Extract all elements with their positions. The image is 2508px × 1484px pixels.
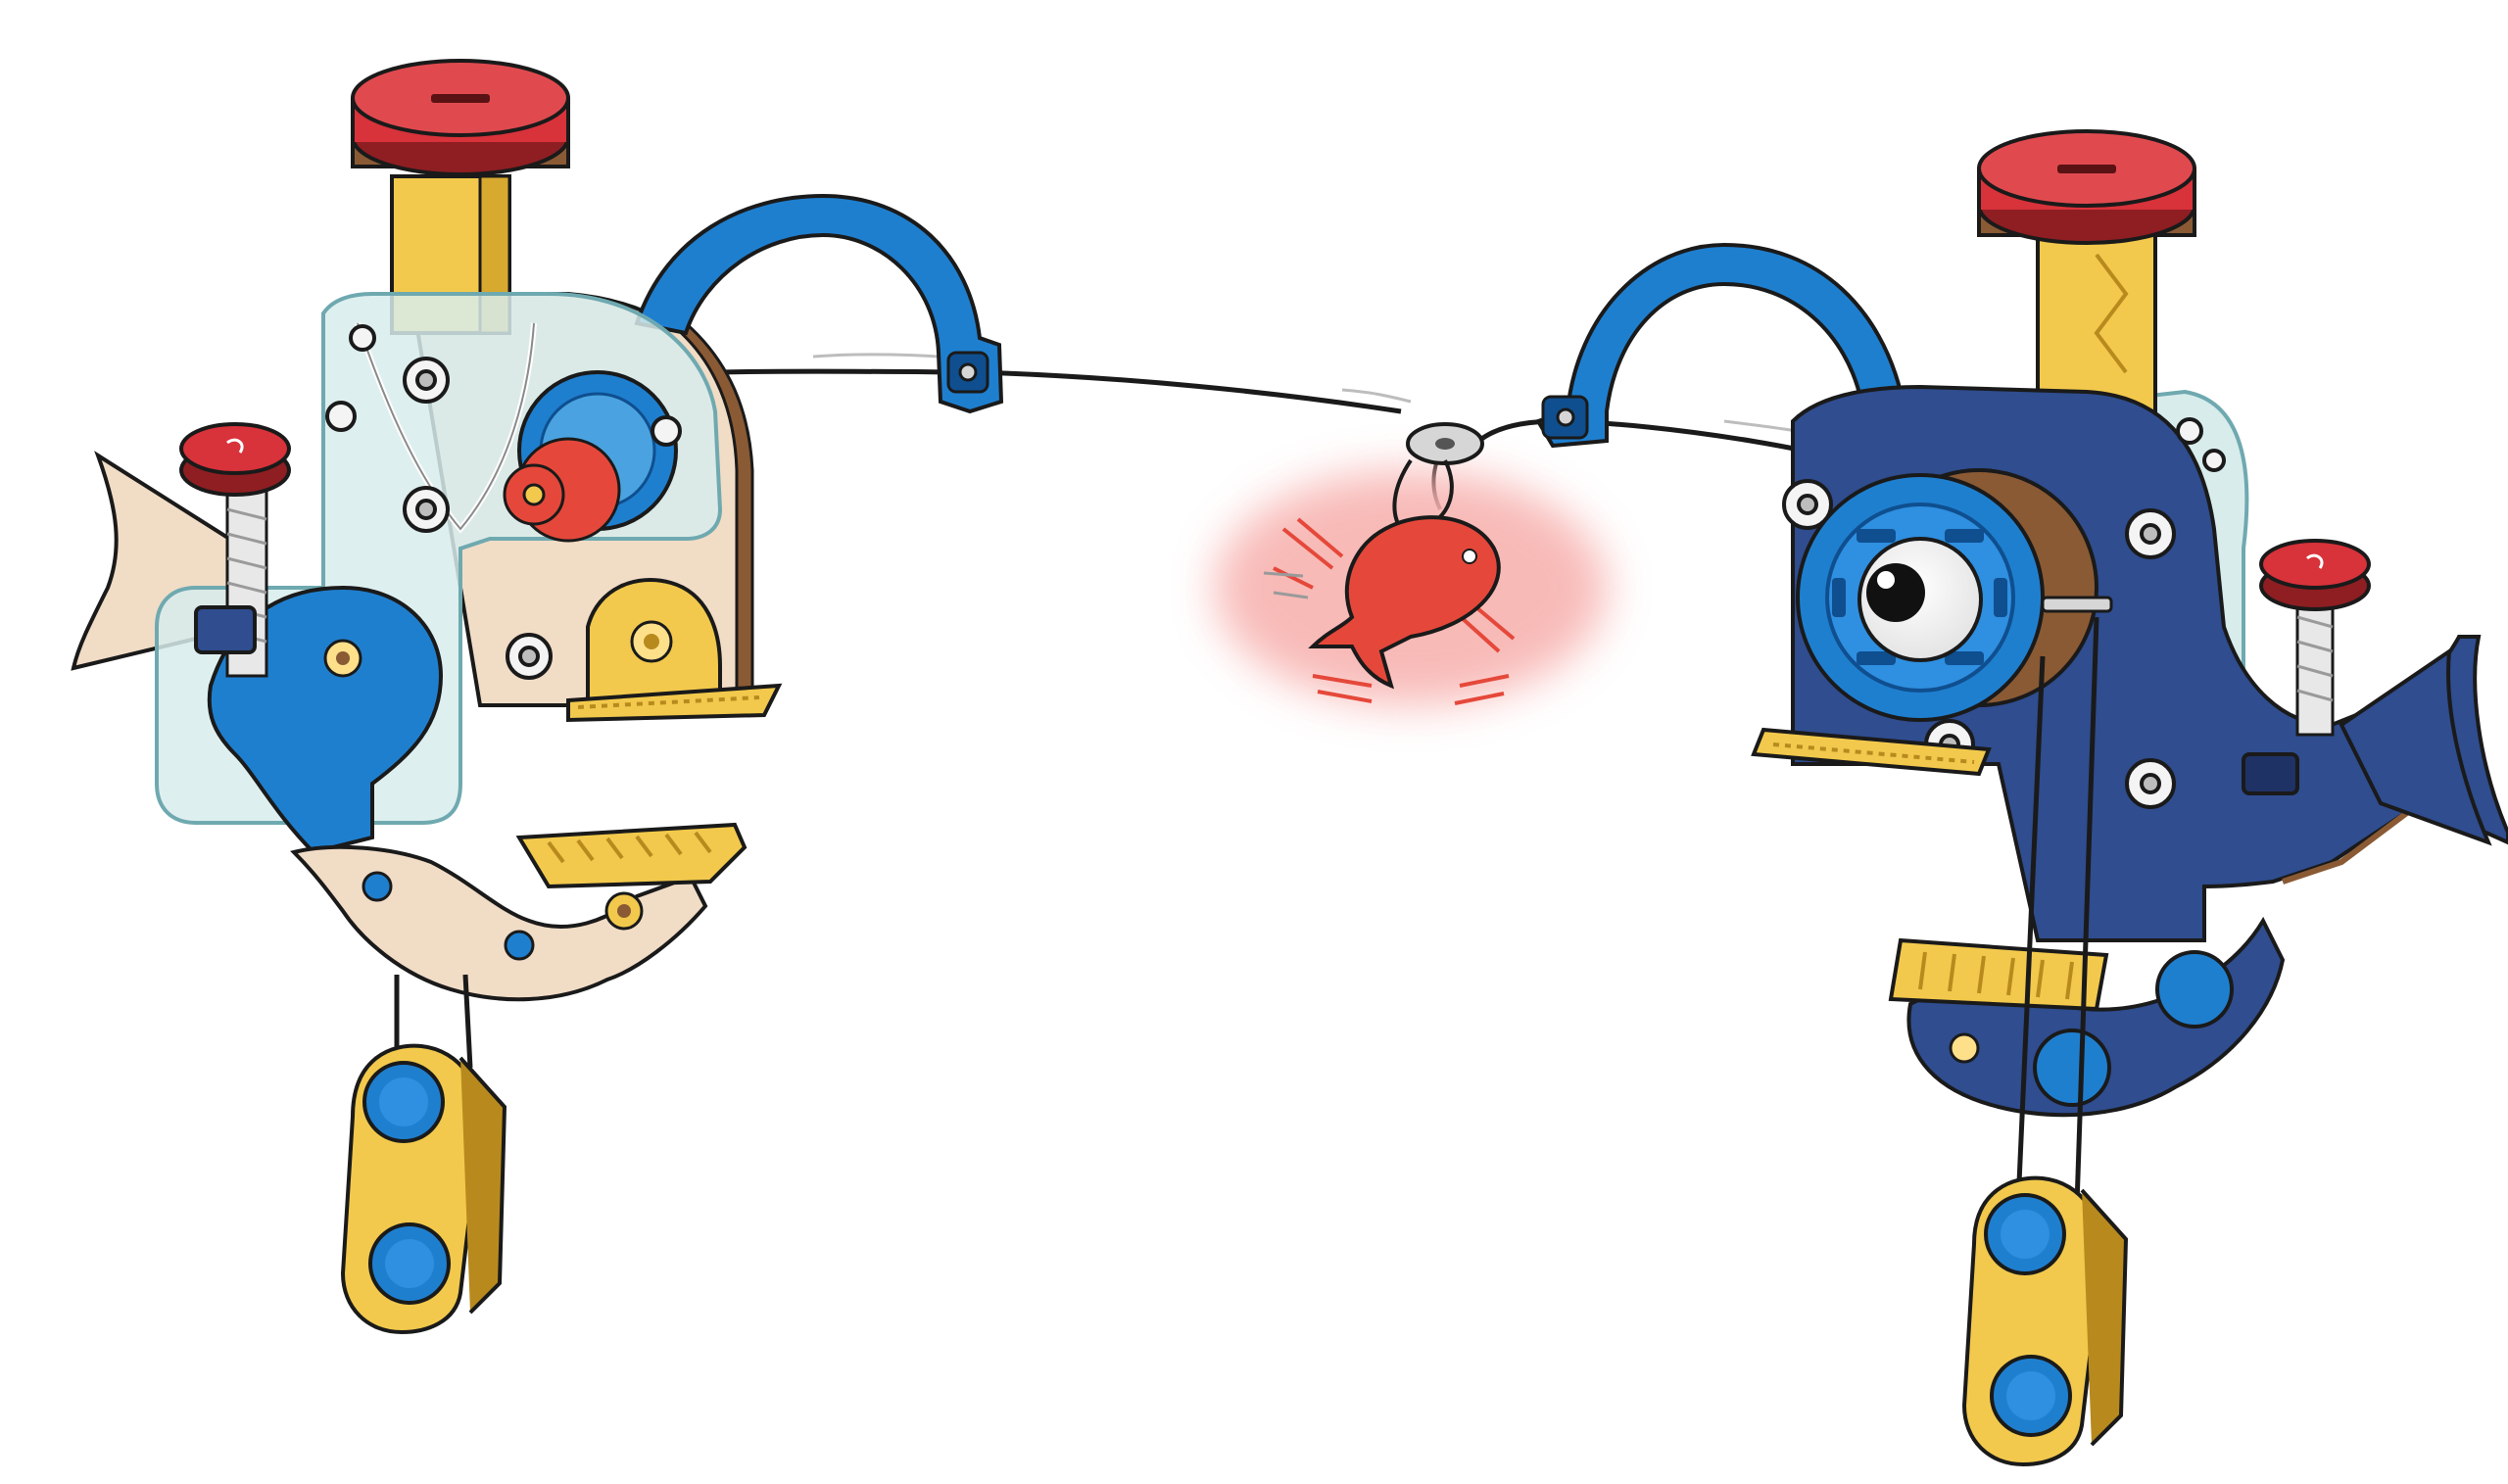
right-clamp-pad [1888,937,2109,1012]
left-wood-hook [290,844,708,1002]
left-spool [503,370,678,543]
right-yellow-post [2036,233,2157,413]
googly-eye-icon [1857,537,1983,662]
left-top-knob [351,59,570,176]
left-clamp-pad [515,822,748,889]
left-screws [325,324,682,680]
red-fish-lure [1215,422,1607,705]
left-rod-arm [634,193,1004,414]
right-tail-fin [2339,646,2492,846]
left-fish-reel [71,59,1004,1335]
right-pulley [1961,1175,2129,1467]
right-fish-reel [1535,129,2508,1467]
left-pulley [340,1043,507,1335]
right-top-knob [1977,129,2196,245]
right-side-knob [2259,539,2371,737]
lure-speed-lines [1263,571,1309,599]
right-spool [1796,468,2113,722]
left-navy-clip [194,605,257,654]
